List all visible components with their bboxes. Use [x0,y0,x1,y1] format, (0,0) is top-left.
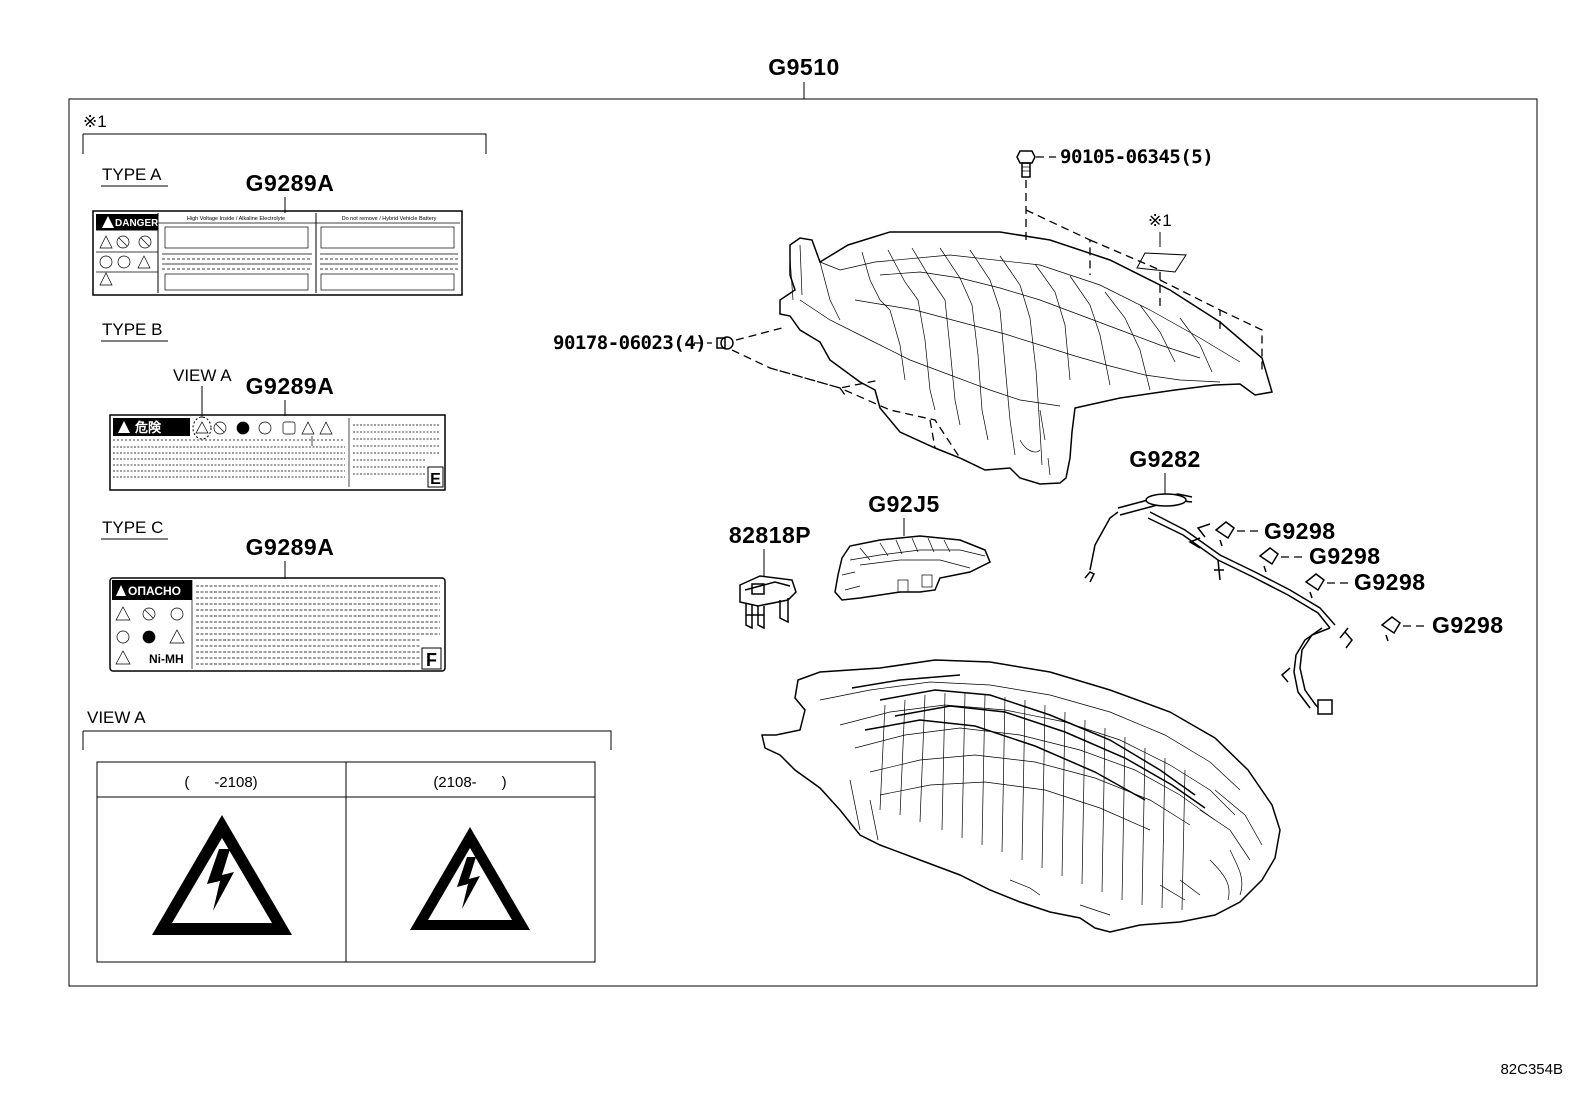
note-mark: ※1 [83,112,107,131]
clip-4[interactable]: G9298 [1380,612,1504,642]
view-a-callout: VIEW A [173,366,232,385]
duct-outline [834,535,991,601]
harness-drawing [1084,493,1353,715]
assembly-frame [68,98,1538,987]
clip1-part-label[interactable]: G9298 [1264,518,1336,544]
clip-2[interactable]: G9298 [1258,543,1381,573]
label-plate-type-c [109,577,446,672]
view-a-col2-header: (2108- ) [433,774,506,791]
note-ref-label: ※1 [1148,211,1172,230]
battery-stack[interactable] [761,659,1281,933]
bolt-dashed-path [1025,180,1263,372]
view-a-title: VIEW A [87,708,146,727]
clip-icon [1380,616,1401,642]
nut-dashed-path [731,327,986,471]
view-a-col1-header: ( -2108) [184,774,257,791]
view-a-group: VIEW A ( -2108) (2108- ) [82,708,612,963]
view-a-bracket [82,730,612,750]
duct-details [841,537,986,593]
drawing-id: 82C354B [1500,1061,1563,1078]
fine-print-type-c [196,585,440,665]
clip-icon [1214,521,1235,547]
label-head-left: High Voltage Inside / Alkaline Electroly… [187,216,285,222]
connector-part-label[interactable]: 82818P [729,522,811,548]
bus-bars [851,674,1206,809]
type-c-part[interactable]: G9289A [246,534,335,560]
clip2-part-label[interactable]: G9298 [1309,543,1381,569]
duct-part[interactable]: G92J5 [834,491,991,601]
clip-icon [1304,573,1325,599]
type-a-part[interactable]: G9289A [246,170,335,196]
hv-warning-icon-new [410,827,530,930]
type-c-title: TYPE C [102,518,163,537]
chemistry-text: Ni-MH [149,652,184,666]
region-letter-e: E [430,471,441,488]
region-letter-f: F [426,650,437,670]
clip-1[interactable]: G9298 [1214,518,1336,547]
note-bracket [82,133,487,154]
danger-word-ru: ОПАСНО [128,584,181,598]
symbol-grid-type-a [96,235,158,286]
wire-harness[interactable]: G9282 [1084,446,1353,715]
danger-word-jp: 危険 [135,420,162,436]
cover-detail-lines [789,244,1241,476]
battery-upper-case[interactable]: 90105-06345(5) ※1 [553,146,1273,485]
stack-outline [761,659,1281,933]
main-part-label[interactable]: G9510 [768,54,840,80]
cover-outline [779,231,1273,485]
type-a-group: TYPE A G9289A DANGER High Voltage Inside… [92,165,463,296]
type-b-group: TYPE B VIEW A G9289A 危険 [101,320,446,491]
type-b-part[interactable]: G9289A [246,373,335,399]
clip4-part-label[interactable]: G9298 [1432,612,1504,638]
danger-word: DANGER [115,218,159,229]
type-a-title: TYPE A [102,165,162,184]
warning-icon [102,216,114,228]
bolt-icon [1016,150,1036,178]
clip3-part-label[interactable]: G9298 [1354,569,1426,595]
nut-icon [716,336,734,350]
label-plate-type-a [92,210,463,296]
hv-warning-icon-old [152,815,292,935]
fine-print-lines [162,253,458,291]
connector-drawing [739,575,797,630]
connector-part[interactable]: 82818P [729,522,811,630]
danger-header-ru [112,580,192,600]
wire-part-label[interactable]: G9282 [1129,446,1201,472]
type-b-title: TYPE B [102,320,162,339]
stack-modules [819,681,1263,916]
clip-3[interactable]: G9298 [1304,569,1426,599]
fine-print-type-b [113,424,440,478]
symbol-grid-type-c [115,606,185,665]
caution-sticker [1136,252,1187,273]
label-head-right: Do not remove / Hybrid Vehicle Battery [342,216,437,222]
clip-icon [1258,547,1279,573]
type-c-group: TYPE C G9289A ОПАСНО Ni-MH F [101,518,446,672]
symbol-row-type-b [195,421,333,435]
nut-part-label[interactable]: 90178-06023(4) [553,332,707,354]
danger-header-jp [113,418,190,436]
label-plate-type-b [109,414,446,491]
bolt-part-label[interactable]: 90105-06345(5) [1060,146,1214,168]
duct-part-label[interactable]: G92J5 [868,491,940,517]
